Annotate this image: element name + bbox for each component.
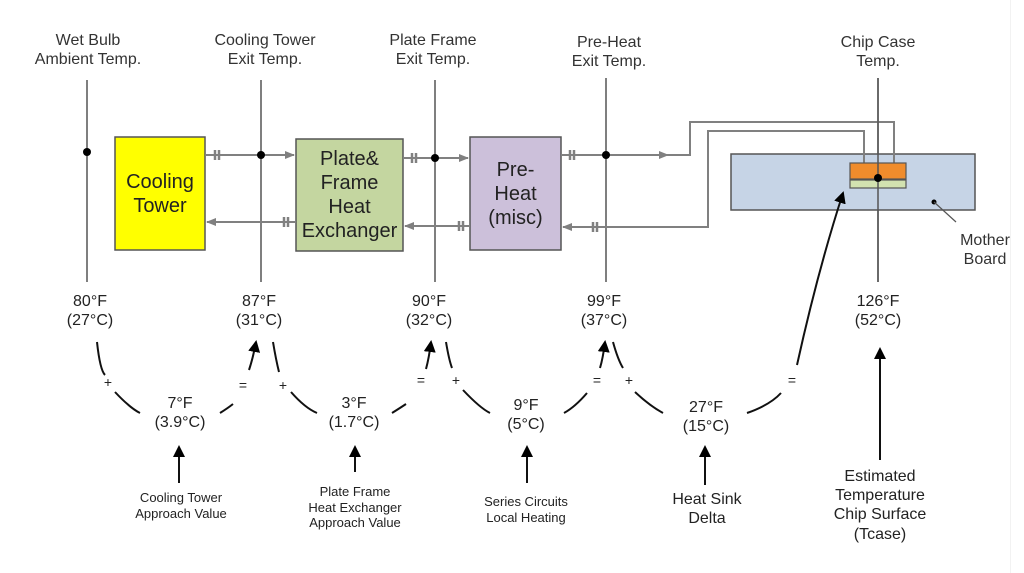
cooling-tower-box bbox=[114, 136, 206, 251]
pipe-supply-to-chip bbox=[668, 121, 895, 163]
delta-plate-frame: 3°F(1.7°C) bbox=[328, 395, 380, 432]
arc-plus-3b bbox=[462, 389, 491, 414]
preheat-label: Pre- Heat (misc) bbox=[488, 158, 543, 229]
arc-plus-2 bbox=[272, 341, 280, 373]
temp-preheat-exit: 99°F(37°C) bbox=[580, 293, 628, 330]
plate-frame-box bbox=[295, 138, 404, 252]
arc-eq-4-up bbox=[796, 191, 846, 366]
measure-dot-chip-case bbox=[874, 174, 882, 182]
desc-heat-sink-delta: Heat Sink Delta bbox=[672, 491, 742, 528]
measure-dot-plate-frame-exit bbox=[431, 154, 439, 162]
pipe-return-from-chip bbox=[562, 130, 865, 231]
motherboard-pointer-line bbox=[933, 201, 957, 223]
temp-wet-bulb: 80°F(27°C) bbox=[66, 293, 114, 330]
arc-eq-4 bbox=[746, 392, 782, 414]
desc-estimated-tcase: Estimated Temperature Chip Surface (Tcas… bbox=[833, 468, 927, 543]
arc-eq-2 bbox=[391, 403, 407, 414]
label-plate-frame-exit: Plate Frame Exit Temp. bbox=[389, 32, 477, 69]
label-cooling-tower-exit: Cooling Tower Exit Temp. bbox=[214, 32, 316, 69]
arc-eq-3-up bbox=[597, 340, 610, 369]
arc-eq-3 bbox=[563, 392, 588, 414]
arc-plus-1 bbox=[96, 341, 106, 376]
label-preheat-exit: Pre-Heat Exit Temp. bbox=[571, 34, 647, 71]
operator-plus-3: + bbox=[451, 372, 461, 388]
operator-equals-1: = bbox=[238, 377, 248, 393]
arc-eq-1-up bbox=[248, 340, 261, 371]
operator-equals-2: = bbox=[416, 372, 426, 388]
arc-plus-2b bbox=[290, 391, 318, 414]
operator-plus-2: + bbox=[278, 377, 288, 393]
delta-series-circuits: 9°F(5°C) bbox=[507, 397, 545, 434]
desc-series-circuits: Series Circuits Local Heating bbox=[484, 494, 568, 525]
measure-dot-wet-bulb bbox=[83, 148, 91, 156]
temp-chip-case: 126°F(52°C) bbox=[854, 293, 902, 330]
temp-cooling-tower-exit: 87°F(31°C) bbox=[235, 293, 283, 330]
plate-frame-label: Plate& Frame Heat Exchanger bbox=[301, 148, 398, 242]
operator-equals-4: = bbox=[787, 372, 797, 388]
operator-equals-3: = bbox=[592, 372, 602, 388]
desc-plate-frame-approach: Plate Frame Heat Exchanger Approach Valu… bbox=[308, 484, 402, 531]
arc-plus-4b bbox=[634, 391, 664, 414]
arc-plus-1b bbox=[114, 391, 141, 414]
operator-plus-4: + bbox=[624, 372, 634, 388]
image-border bbox=[1010, 0, 1011, 573]
label-wet-bulb: Wet Bulb Ambient Temp. bbox=[34, 32, 142, 69]
motherboard-label: Mother Board bbox=[960, 232, 1010, 269]
pipe-flanges bbox=[213, 150, 599, 232]
delta-cooling-tower: 7°F(3.9°C) bbox=[154, 395, 206, 432]
operator-plus-1: + bbox=[103, 374, 113, 390]
arc-eq-1 bbox=[219, 403, 234, 414]
temp-plate-frame-exit: 90°F(32°C) bbox=[405, 293, 453, 330]
arc-plus-3 bbox=[445, 341, 453, 369]
label-chip-case: Chip Case Temp. bbox=[840, 34, 916, 71]
measure-dot-preheat-exit bbox=[602, 151, 610, 159]
desc-cooling-tower-approach: Cooling Tower Approach Value bbox=[135, 490, 227, 521]
arc-eq-2-up bbox=[423, 340, 436, 370]
preheat-box bbox=[469, 136, 562, 251]
arc-plus-4 bbox=[612, 341, 624, 369]
cooling-tower-label: Cooling Tower bbox=[126, 170, 194, 217]
delta-heat-sink: 27°F(15°C) bbox=[682, 399, 730, 436]
measure-dot-cooling-tower-exit bbox=[257, 151, 265, 159]
